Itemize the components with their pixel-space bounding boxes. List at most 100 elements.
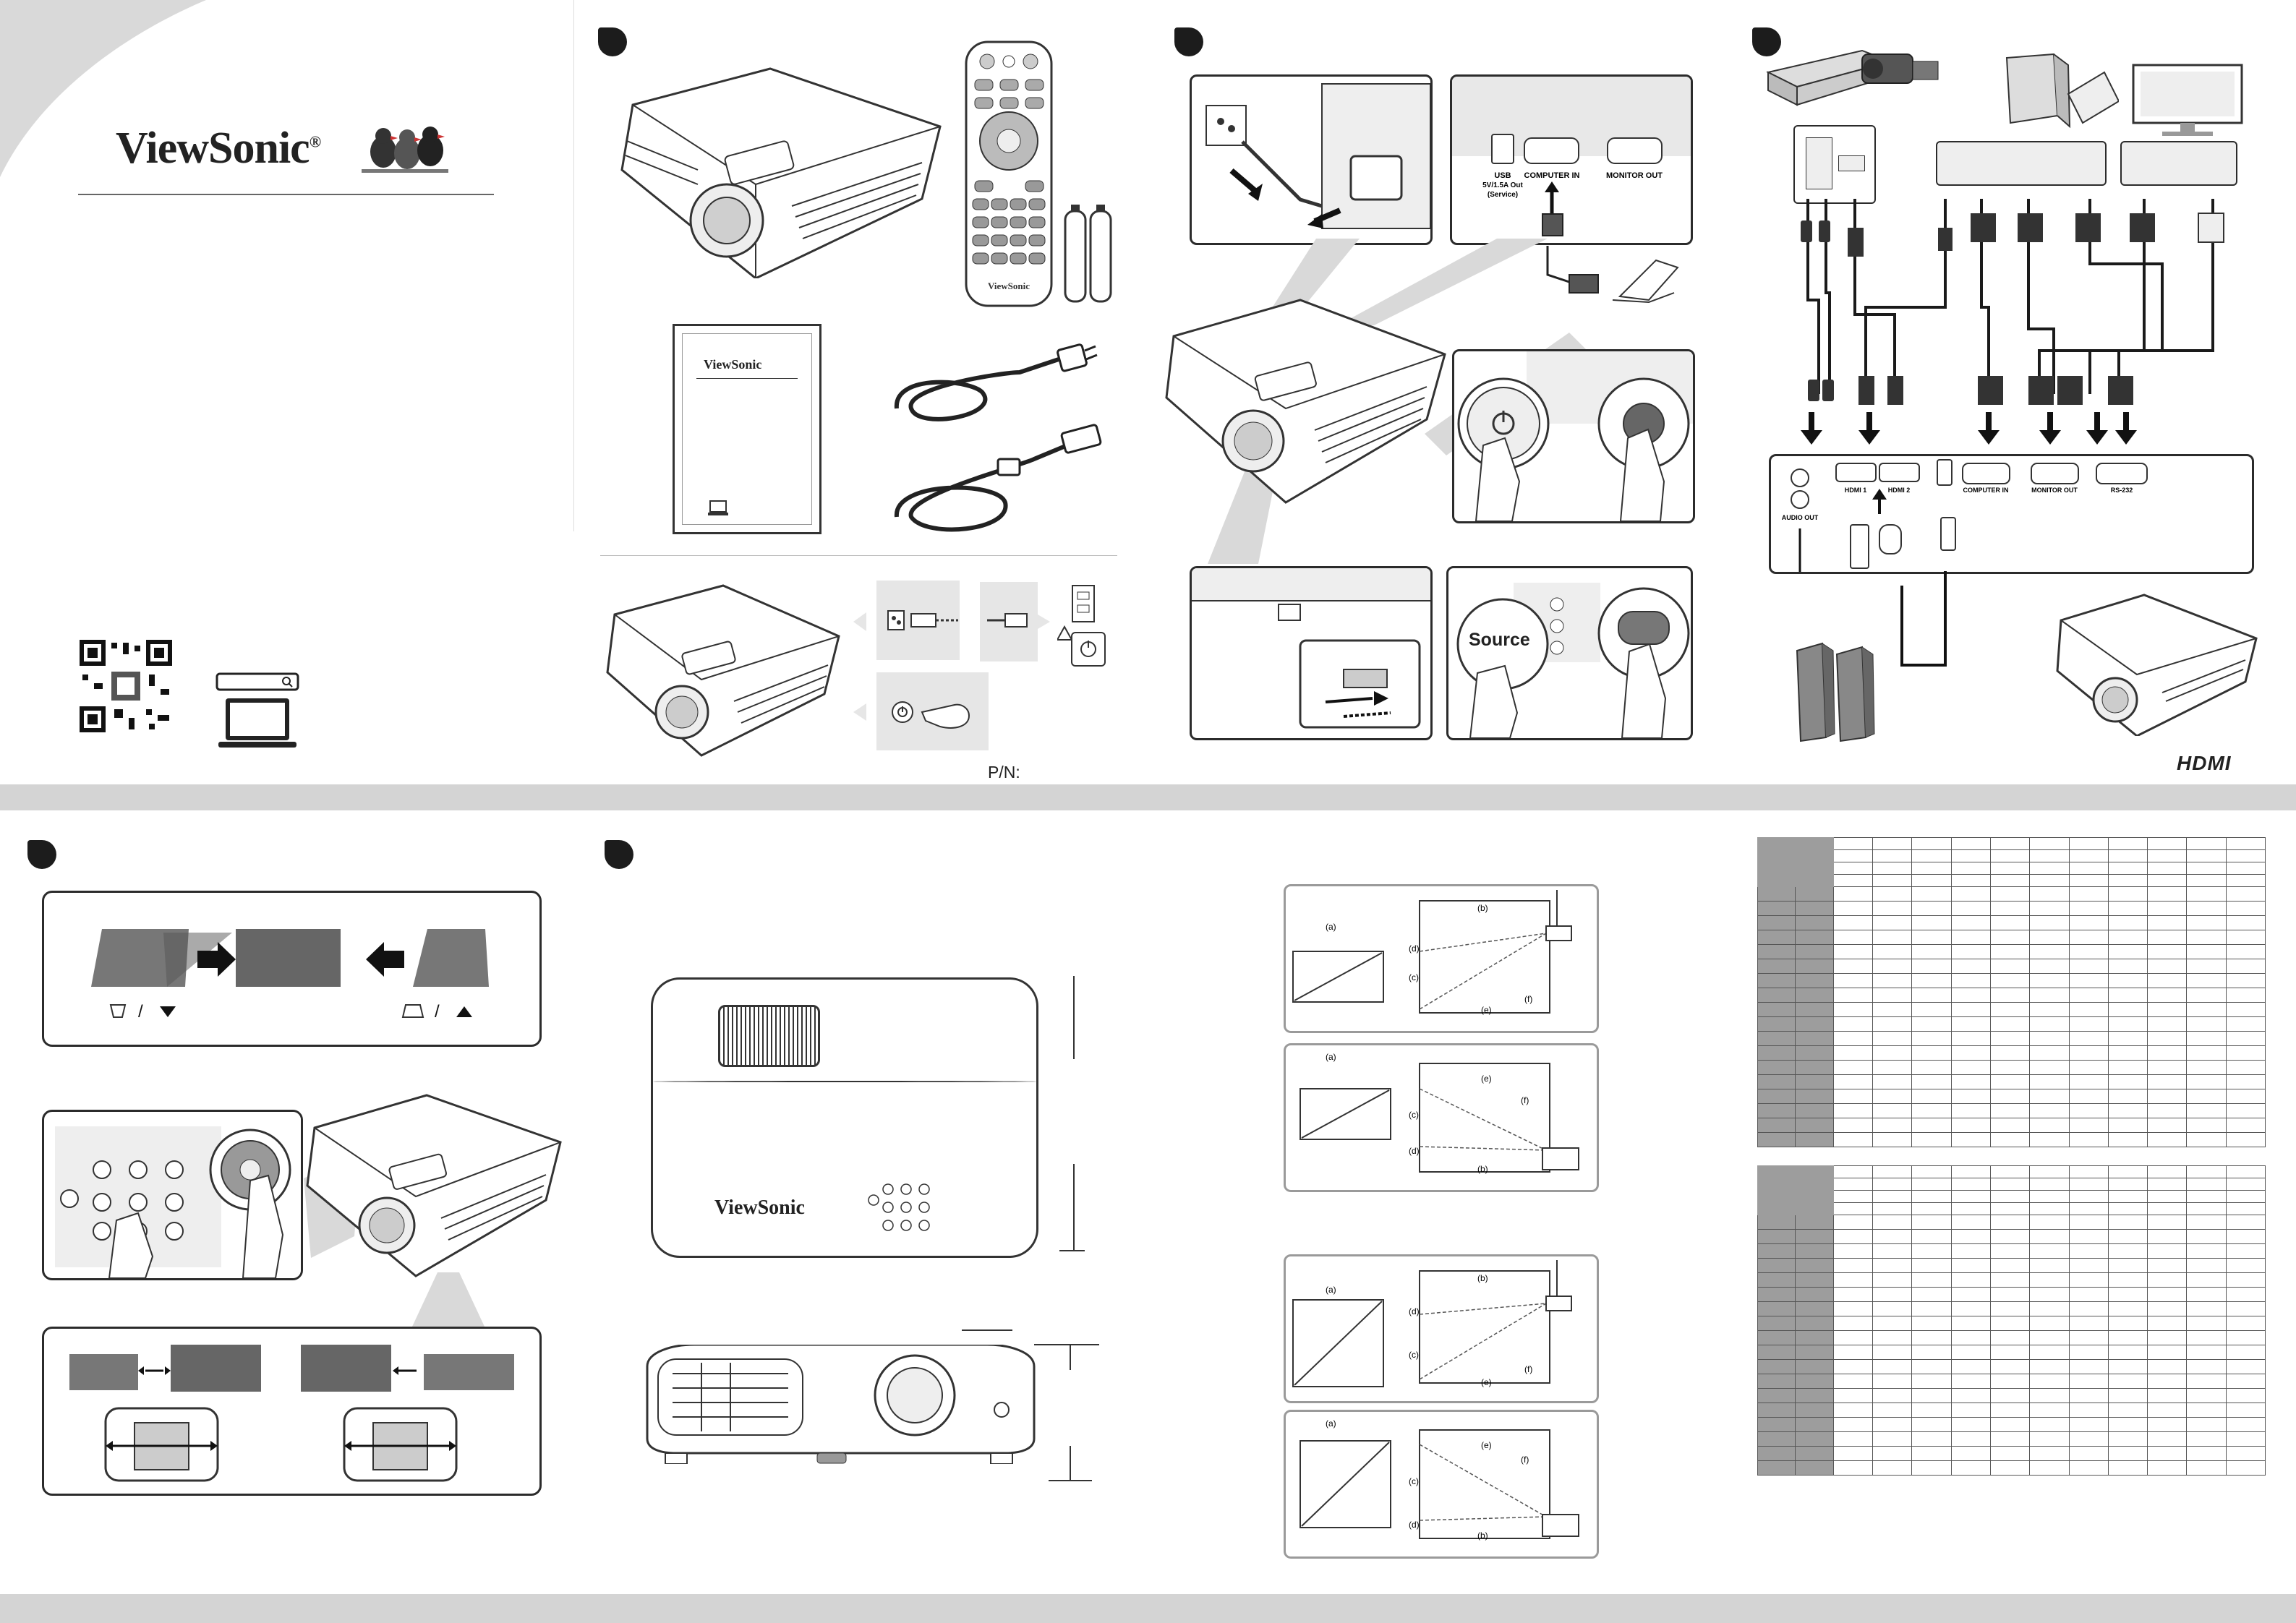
table-cell xyxy=(1872,1417,1913,1432)
table-cell xyxy=(1911,1345,1952,1360)
front-view-diagram xyxy=(646,1345,1036,1464)
table-cell xyxy=(2147,988,2188,1003)
table-cell xyxy=(1795,1060,1834,1075)
table-cell xyxy=(1872,1272,1913,1288)
table-cell xyxy=(1832,1243,1874,1259)
table-cell xyxy=(2068,944,2109,959)
table-cell xyxy=(1795,1243,1834,1259)
table-cell xyxy=(1832,1016,1874,1032)
table-cell xyxy=(2186,1074,2227,1089)
table-cell xyxy=(2225,1178,2266,1191)
table-cell xyxy=(2225,1272,2266,1288)
table-cell xyxy=(1832,988,1874,1003)
table-cell xyxy=(1911,1403,1952,1418)
table-cell xyxy=(2225,1359,2266,1374)
table-cell xyxy=(1872,837,1913,850)
table-cell xyxy=(1911,1002,1952,1017)
table-cell xyxy=(1795,862,1834,875)
table-cell xyxy=(2029,1301,2070,1316)
table-cell xyxy=(1911,1229,1952,1244)
table-cell xyxy=(1911,1258,1952,1273)
table-row xyxy=(1757,1388,2266,1403)
table-cell xyxy=(1832,1190,1874,1203)
table-cell xyxy=(1795,1074,1834,1089)
table-cell xyxy=(2107,886,2148,902)
rear-ports-diagram: AUDIO OUT HDMI 1 HDMI 2 COMPUTER IN MONI… xyxy=(1782,459,2148,572)
table-cell xyxy=(2068,973,2109,988)
table-cell xyxy=(2029,915,2070,930)
table-cell xyxy=(1989,1202,2031,1215)
power-button-panel xyxy=(1452,349,1695,523)
projector-top-view: ViewSonic xyxy=(651,977,1038,1258)
table-cell xyxy=(2147,1118,2188,1133)
table-cell xyxy=(1872,874,1913,887)
table-cell xyxy=(1795,1374,1834,1389)
projection-diagram-4: (a) (b) (c) (d) (e) (f) xyxy=(1284,1410,1599,1559)
table-cell xyxy=(2107,1460,2148,1476)
table-cell xyxy=(1911,1359,1952,1374)
table-cell xyxy=(1832,837,1874,850)
table-row xyxy=(1757,1258,2266,1273)
table-cell xyxy=(2225,1074,2266,1089)
table-cell xyxy=(2068,1446,2109,1461)
step-badge-1 xyxy=(598,27,627,56)
step-badge-5 xyxy=(605,840,633,869)
table-cell xyxy=(2029,1417,2070,1432)
warning-power-icon xyxy=(1057,625,1106,667)
table-cell xyxy=(1832,1431,1874,1447)
table-cell xyxy=(1757,1272,1796,1288)
table-cell xyxy=(2068,1118,2109,1133)
table-cell xyxy=(1757,1374,1796,1389)
table-row xyxy=(1757,1031,2266,1046)
table-cell xyxy=(1832,930,1874,945)
table-cell xyxy=(2068,862,2109,875)
table-row xyxy=(1757,1060,2266,1075)
table-cell xyxy=(2107,973,2148,988)
table-cell xyxy=(2029,862,2070,875)
table-cell xyxy=(1832,1215,1874,1230)
table-cell xyxy=(2029,837,2070,850)
table-cell xyxy=(1832,1165,1874,1178)
table-cell xyxy=(2186,1446,2227,1461)
table-cell xyxy=(2147,1460,2188,1476)
table-cell xyxy=(1757,1258,1796,1273)
table-cell xyxy=(2107,849,2148,862)
table-cell xyxy=(2186,1190,2227,1203)
table-cell xyxy=(1989,1089,2031,1104)
table-cell xyxy=(2147,1165,2188,1178)
table-cell xyxy=(1795,1202,1834,1215)
table-cell xyxy=(1832,1345,1874,1360)
table-cell xyxy=(2186,1031,2227,1046)
table-cell xyxy=(2147,1002,2188,1017)
table-cell xyxy=(2147,862,2188,875)
table-cell xyxy=(1989,1460,2031,1476)
table-cell xyxy=(1795,1002,1834,1017)
table-cell xyxy=(1989,1258,2031,1273)
table-cell xyxy=(1911,1243,1952,1259)
table-cell xyxy=(1872,1002,1913,1017)
table-cell xyxy=(1795,915,1834,930)
table-cell xyxy=(1989,1345,2031,1360)
table-cell xyxy=(1872,1301,1913,1316)
table-cell xyxy=(1950,1060,1991,1075)
table-cell xyxy=(2029,1074,2070,1089)
table-cell xyxy=(2225,959,2266,974)
table-cell xyxy=(2068,1258,2109,1273)
table-cell xyxy=(1757,1345,1796,1360)
table-cell xyxy=(1911,915,1952,930)
registered-mark: ® xyxy=(309,132,321,151)
table-cell xyxy=(2147,1016,2188,1032)
table-cell xyxy=(1950,1446,1991,1461)
table-cell xyxy=(1757,1330,1796,1345)
table-cell xyxy=(2107,1431,2148,1447)
top-view-keypad xyxy=(868,1183,930,1231)
table-cell xyxy=(1989,930,2031,945)
table-cell xyxy=(1872,973,1913,988)
table-cell xyxy=(1950,886,1991,902)
table-cell xyxy=(2107,988,2148,1003)
table-cell xyxy=(2068,1417,2109,1432)
proj3-label-a: (a) xyxy=(1326,1285,1336,1295)
table-cell xyxy=(1795,1431,1834,1447)
table-row xyxy=(1757,874,2266,887)
table-row xyxy=(1757,1431,2266,1447)
